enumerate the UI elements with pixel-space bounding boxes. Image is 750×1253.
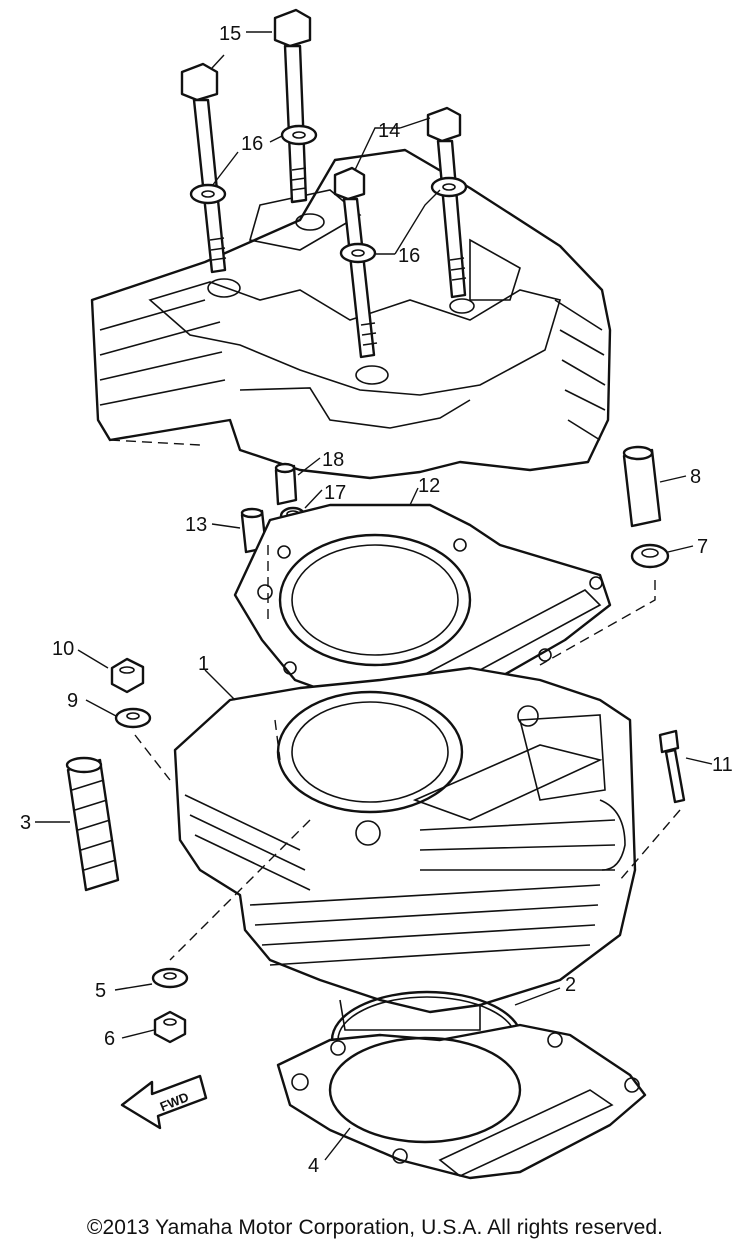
nut-6 bbox=[153, 1010, 187, 1044]
oring-7 bbox=[630, 543, 670, 569]
head-bolt-14b bbox=[333, 166, 378, 359]
callout-9: 9 bbox=[67, 690, 78, 712]
leader-lines bbox=[35, 31, 713, 1161]
callout-1: 1 bbox=[198, 653, 209, 675]
callout-18: 18 bbox=[322, 449, 344, 471]
callout-15: 15 bbox=[219, 23, 241, 45]
callout-16-top: 16 bbox=[241, 133, 263, 155]
nut-10 bbox=[110, 657, 145, 694]
copyright-notice: ©2013 Yamaha Motor Corporation, U.S.A. A… bbox=[86, 1216, 664, 1239]
callout-8: 8 bbox=[690, 466, 701, 488]
washers-16 bbox=[189, 124, 468, 264]
head-bolt-15b bbox=[180, 62, 227, 274]
dowel-18 bbox=[274, 462, 298, 506]
head-bolt-15a bbox=[273, 8, 312, 204]
forward-arrow-icon: FWD bbox=[120, 1074, 208, 1130]
dowel-8 bbox=[622, 445, 662, 528]
callout-10: 10 bbox=[52, 638, 74, 660]
callout-6: 6 bbox=[104, 1028, 115, 1050]
washer-9 bbox=[114, 707, 152, 729]
callout-3: 3 bbox=[20, 812, 31, 834]
head-bolt-14a bbox=[426, 106, 467, 299]
stud-3 bbox=[65, 756, 120, 892]
cylinder-block-1 bbox=[173, 666, 637, 1031]
callout-2: 2 bbox=[565, 974, 576, 996]
callout-labels: 15 16 14 16 18 8 12 17 13 7 10 1 9 11 3 … bbox=[20, 23, 733, 1177]
callout-17: 17 bbox=[324, 482, 346, 504]
callout-12: 12 bbox=[418, 475, 440, 497]
callout-5: 5 bbox=[95, 980, 106, 1002]
callout-7: 7 bbox=[697, 536, 708, 558]
bolt-11 bbox=[658, 729, 686, 804]
callout-4: 4 bbox=[308, 1155, 319, 1177]
cylinder-head bbox=[90, 148, 612, 480]
callout-14: 14 bbox=[378, 120, 400, 142]
callout-16-right: 16 bbox=[398, 245, 420, 267]
callout-13: 13 bbox=[185, 514, 207, 536]
washer-5 bbox=[151, 967, 189, 989]
base-gasket-4 bbox=[276, 1023, 647, 1180]
callout-11: 11 bbox=[712, 754, 733, 776]
